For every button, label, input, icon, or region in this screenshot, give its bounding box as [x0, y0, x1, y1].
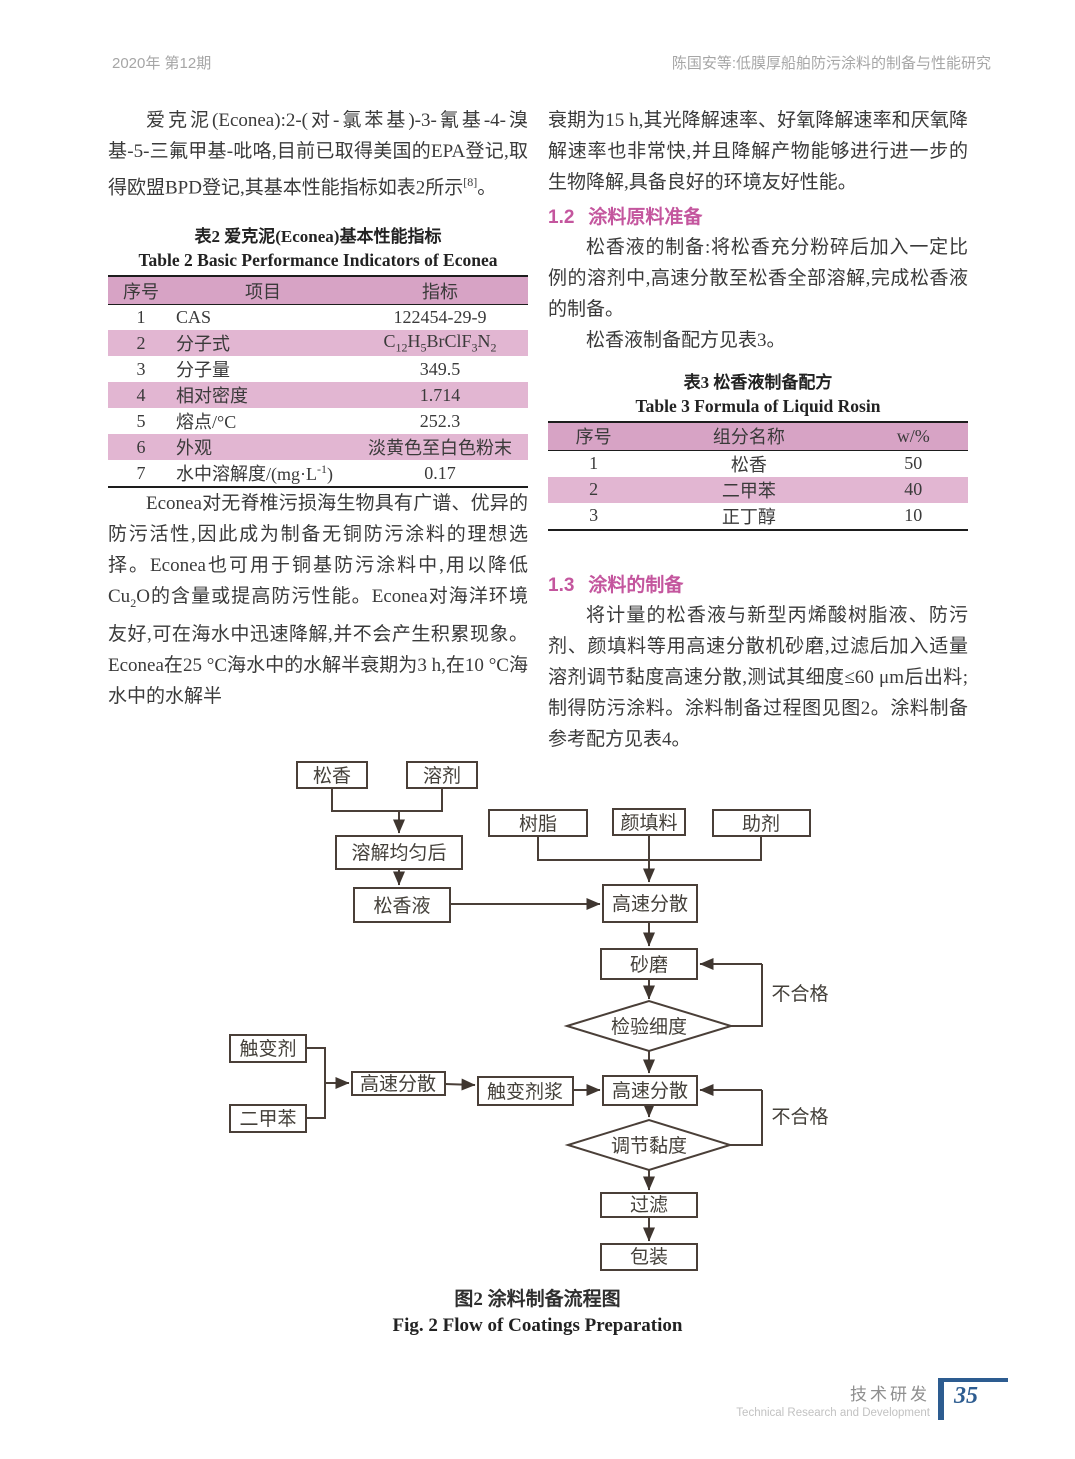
- table-row: 4 相对密度 1.714: [108, 382, 528, 409]
- svg-text:包装: 包装: [630, 1246, 668, 1268]
- flow-node-disperse2: [602, 1075, 698, 1106]
- citation-8: [8]: [463, 175, 478, 189]
- fail-label-2: 不合格: [771, 1106, 828, 1128]
- page-number: 35: [954, 1383, 978, 1409]
- table3: 序号 组分名称 w/% 1 松香 50 2 二甲苯: [548, 421, 968, 531]
- table2-col-item: 项目: [174, 276, 352, 305]
- table-row: 1 CAS 122454-29-9: [136, 307, 487, 328]
- svg-text:高速分散: 高速分散: [612, 893, 688, 915]
- svg-text:检验细度: 检验细度: [611, 1016, 687, 1038]
- table2-col-no: 序号: [108, 276, 174, 305]
- svg-text:松香: 松香: [313, 765, 351, 787]
- page-footer: 技术研发 Technical Research and Development …: [736, 1378, 1008, 1420]
- table2-header-row: 序号 项目 指标: [108, 276, 528, 305]
- table-row: 3 正丁醇 10: [589, 505, 923, 527]
- content-columns: 爱克泥(Econea):2-(对-氯苯基)-3-氰基-4-溴基-5-三氟甲基-吡…: [108, 105, 968, 755]
- figure2-caption-zh: 图2 涂料制备流程图: [454, 1289, 621, 1310]
- table-row: 7 水中溶解度/(mg·L-1) 0.17: [108, 460, 528, 487]
- left-column: 爱克泥(Econea):2-(对-氯苯基)-3-氰基-4-溴基-5-三氟甲基-吡…: [108, 105, 528, 755]
- svg-text:溶解均匀后: 溶解均匀后: [351, 842, 446, 864]
- molecular-formula: C12H5BrClF3N2: [383, 331, 497, 355]
- svg-text:调节黏度: 调节黏度: [611, 1135, 687, 1157]
- table2-title-zh: 表2 爱克泥(Econea)基本性能指标: [194, 227, 442, 247]
- table3-title-en: Table 3 Formula of Liquid Rosin: [635, 396, 881, 416]
- flow-node-solvent: [406, 761, 478, 789]
- flow-node-disperse-left: [351, 1071, 446, 1096]
- flow-node-additive: [712, 809, 811, 837]
- paragraph-see-table3: 松香液制备配方见表3。: [586, 330, 786, 351]
- flow-node-thixotrope: [229, 1034, 307, 1063]
- svg-text:助剂: 助剂: [742, 813, 780, 835]
- table-row: 1 松香 50: [589, 453, 923, 475]
- figure2-caption-en: Fig. 2 Flow of Coatings Preparation: [392, 1315, 683, 1336]
- svg-text:二甲苯: 二甲苯: [239, 1108, 296, 1130]
- flowchart-canvas: 松香 溶剂 溶解均匀后 松香液 树脂 颜填料 助剂 高速分散 砂磨 检验细度 触…: [229, 761, 829, 1271]
- svg-text:高速分散: 高速分散: [612, 1080, 688, 1102]
- flow-node-filter: [600, 1192, 698, 1218]
- fail-label-1: 不合格: [771, 983, 828, 1005]
- flow-node-rosin-liquid: [353, 887, 451, 923]
- flow-node-dissolve: [335, 835, 463, 870]
- svg-text:松香液: 松香液: [373, 895, 430, 917]
- footer-section-en: Technical Research and Development: [736, 1407, 930, 1419]
- table-row: 3 分子量 349.5: [136, 358, 461, 381]
- table-row: 2 二甲苯 40: [548, 476, 968, 503]
- table3-col-name: 组分名称: [639, 422, 859, 451]
- figure2-flowchart: 松香 溶剂 溶解均匀后 松香液 树脂 颜填料 助剂 高速分散 砂磨 检验细度 触…: [0, 745, 1075, 1337]
- issue-label: 2020年 第12期: [112, 55, 212, 72]
- flow-node-rosin: [296, 761, 368, 789]
- table3-block: 表3 松香液制备配方 Table 3 Formula of Liquid Ros…: [548, 371, 968, 531]
- svg-text:触变剂: 触变剂: [239, 1038, 296, 1060]
- paragraph-econea-properties: Econea对无脊椎污损海生物具有广谱、优异的防污活性,因此成为制备无铜防污涂料…: [108, 493, 528, 708]
- table3-title-zh: 表3 松香液制备配方: [683, 373, 833, 392]
- svg-text:触变剂浆: 触变剂浆: [487, 1081, 563, 1103]
- flow-node-disperse1: [602, 884, 698, 923]
- flow-node-xylene: [229, 1104, 307, 1133]
- table2-title-en: Table 2 Basic Performance Indicators of …: [138, 250, 498, 271]
- running-header: 2020年 第12期 陈国安等:低膜厚船舶防污涂料的制备与性能研究: [112, 52, 991, 73]
- table-row: 2 分子式 C12H5BrClF3N2: [108, 330, 528, 357]
- flow-node-grind: [600, 948, 698, 980]
- svg-text:高速分散: 高速分散: [360, 1073, 436, 1095]
- page-number-badge: 35: [938, 1378, 1008, 1420]
- flow-node-thixo-slurry: [477, 1076, 574, 1106]
- flow-node-resin: [488, 809, 588, 837]
- table2-block: 表2 爱克泥(Econea)基本性能指标 Table 2 Basic Perfo…: [108, 225, 528, 489]
- table-row: 6 外观 淡黄色至白色粉末: [108, 434, 528, 461]
- paragraph-rosin-prep: 松香液的制备:将松香充分粉碎后加入一定比例的溶剂中,高速分散至松香全部溶解,完成…: [548, 237, 968, 320]
- svg-text:砂磨: 砂磨: [630, 954, 668, 976]
- flow-node-pigment-filler: [612, 808, 686, 836]
- paragraph-coating-prep: 将计量的松香液与新型丙烯酸树脂液、防污剂、颜填料等用高速分散机砂磨,过滤后加入适…: [548, 604, 968, 750]
- svg-text:溶剂: 溶剂: [423, 765, 461, 787]
- running-title: 陈国安等:低膜厚船舶防污涂料的制备与性能研究: [671, 55, 991, 72]
- footer-section-zh: 技术研发: [850, 1385, 930, 1404]
- svg-text:过滤: 过滤: [630, 1194, 668, 1216]
- right-column: 衰期为15 h,其光降解速率、好氧降解速率和厌氧降解速率也非常快,并且降解产物能…: [548, 105, 968, 755]
- flow-decision-check-fineness: [563, 999, 735, 1053]
- solubility-item: 水中溶解度/(mg·L-1): [176, 462, 333, 485]
- svg-text:树脂: 树脂: [519, 813, 557, 835]
- svg-text:颜填料: 颜填料: [620, 812, 677, 834]
- table-row: 5 熔点/°C 252.3: [136, 410, 461, 433]
- flow-decision-adjust-viscosity: [564, 1118, 734, 1172]
- table2-col-value: 指标: [352, 276, 528, 305]
- table3-col-w: w/%: [858, 422, 968, 451]
- flow-node-package: [600, 1243, 698, 1271]
- table2: 序号 项目 指标 1 CAS 122454-29-9 2: [108, 275, 528, 489]
- cu2o-subscript: 2: [130, 596, 137, 611]
- paragraph-degradation: 衰期为15 h,其光降解速率、好氧降解速率和厌氧降解速率也非常快,并且降解产物能…: [548, 110, 968, 193]
- paragraph-econea-intro: 爱克泥(Econea):2-(对-氯苯基)-3-氰基-4-溴基-5-三氟甲基-吡…: [108, 110, 528, 199]
- table3-header-row: 序号 组分名称 w/%: [548, 422, 968, 451]
- table3-col-no: 序号: [548, 422, 640, 451]
- footer-section: 技术研发 Technical Research and Development: [736, 1380, 930, 1419]
